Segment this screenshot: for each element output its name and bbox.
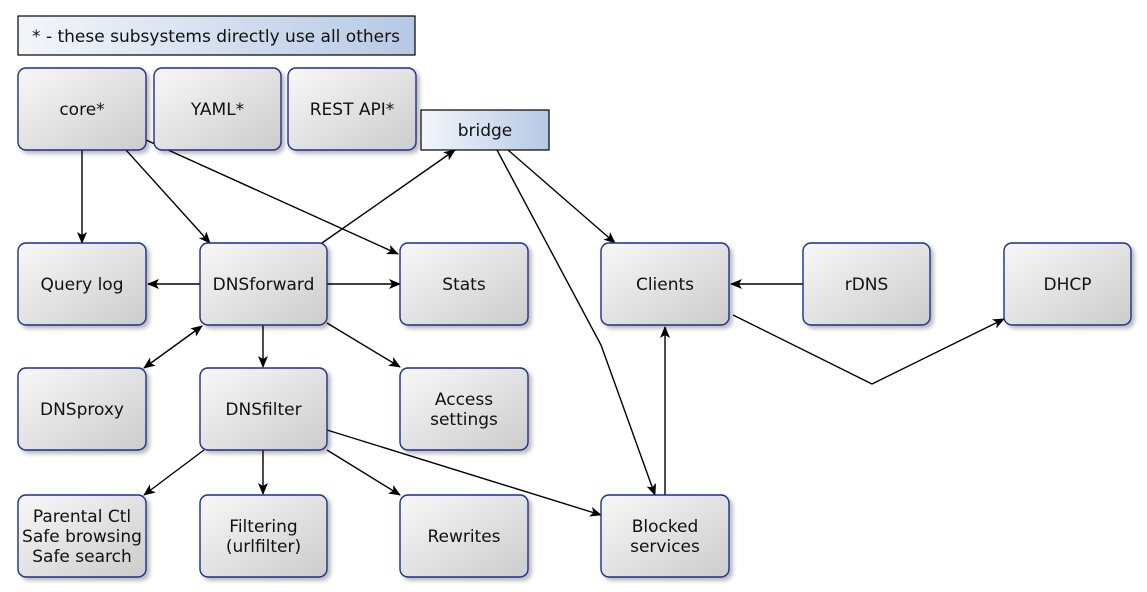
legend-box bbox=[17, 15, 416, 56]
node-rewrites-label: Rewrites bbox=[427, 527, 500, 547]
node-dnsforward-box bbox=[199, 242, 328, 326]
node-core: core* bbox=[17, 67, 147, 151]
node-access-settings-label: settings bbox=[430, 410, 498, 430]
edge-dnsfilter-to-parental bbox=[143, 449, 205, 496]
node-dnsfilter-box bbox=[199, 367, 328, 451]
edge-dnsforward-to-access-settings bbox=[326, 322, 401, 368]
node-rest-api: REST API* bbox=[287, 67, 417, 151]
node-core-box bbox=[17, 67, 147, 151]
legend-text: * - these subsystems directly use all ot… bbox=[32, 27, 400, 47]
node-dnsproxy-box bbox=[17, 367, 147, 451]
node-yaml-label: YAML* bbox=[190, 100, 244, 120]
node-filtering: Filtering(urlfilter) bbox=[199, 494, 328, 578]
node-stats: Stats bbox=[399, 242, 529, 326]
node-parental-label: Safe browsing bbox=[22, 527, 142, 547]
node-blocked-services-label: Blocked bbox=[632, 517, 699, 537]
edges bbox=[77, 139, 1005, 517]
node-parental-box bbox=[17, 494, 147, 578]
node-dhcp: DHCP bbox=[1003, 242, 1132, 326]
node-query-log-label: Query log bbox=[41, 275, 124, 295]
node-filtering-label: (urlfilter) bbox=[226, 537, 301, 557]
legend: * - these subsystems directly use all ot… bbox=[17, 15, 416, 56]
edge-clients-to-dhcp bbox=[732, 314, 1005, 385]
node-dnsproxy-label: DNSproxy bbox=[40, 400, 124, 420]
node-rest-api-box bbox=[287, 67, 417, 151]
node-yaml: YAML* bbox=[153, 67, 282, 151]
edge-dnsforward-to-bridge bbox=[321, 149, 456, 244]
node-rewrites-box bbox=[399, 494, 529, 578]
node-dnsforward-label: DNSforward bbox=[213, 275, 315, 295]
node-parental-label: Safe search bbox=[32, 547, 132, 567]
node-dnsfilter-label: DNSfilter bbox=[225, 400, 301, 420]
node-yaml-box bbox=[153, 67, 282, 151]
node-rdns-label: rDNS bbox=[845, 275, 889, 295]
node-parental-label: Parental Ctl bbox=[33, 507, 131, 527]
node-dhcp-box bbox=[1003, 242, 1132, 326]
node-filtering-label: Filtering bbox=[229, 517, 297, 537]
node-dnsforward: DNSforward bbox=[199, 242, 328, 326]
node-clients: Clients bbox=[600, 242, 730, 326]
node-query-log-box bbox=[17, 242, 147, 326]
edge-core-to-stats bbox=[145, 139, 399, 255]
node-blocked-services-label: services bbox=[630, 537, 700, 557]
node-rdns-box bbox=[802, 242, 931, 326]
node-access-settings-label: Access bbox=[435, 390, 493, 410]
node-clients-box bbox=[600, 242, 730, 326]
edge-bridge-to-blocked-services bbox=[496, 149, 656, 496]
node-rdns: rDNS bbox=[802, 242, 931, 326]
node-bridge-box bbox=[420, 109, 550, 151]
edge-core-to-dnsforward bbox=[125, 149, 211, 244]
node-core-label: core* bbox=[59, 100, 104, 120]
node-bridge: bridge bbox=[420, 109, 550, 151]
node-clients-label: Clients bbox=[636, 275, 694, 295]
node-rest-api-label: REST API* bbox=[310, 100, 395, 120]
edge-dnsfilter-to-rewrites bbox=[326, 449, 401, 496]
node-stats-box bbox=[399, 242, 529, 326]
edge-dnsforward-to-dnsproxy bbox=[143, 325, 203, 369]
node-rewrites: Rewrites bbox=[399, 494, 529, 578]
node-filtering-box bbox=[199, 494, 328, 578]
node-dnsfilter: DNSfilter bbox=[199, 367, 328, 451]
edge-dnsfilter-to-blocked-services bbox=[326, 429, 602, 517]
node-dnsproxy: DNSproxy bbox=[17, 367, 147, 451]
node-dhcp-label: DHCP bbox=[1044, 275, 1092, 295]
node-stats-label: Stats bbox=[442, 275, 486, 295]
edge-bridge-to-clients bbox=[507, 149, 616, 244]
node-query-log: Query log bbox=[17, 242, 147, 326]
node-blocked-services-box bbox=[600, 494, 730, 578]
node-bridge-label: bridge bbox=[458, 121, 513, 141]
node-access-settings-box bbox=[399, 367, 529, 451]
